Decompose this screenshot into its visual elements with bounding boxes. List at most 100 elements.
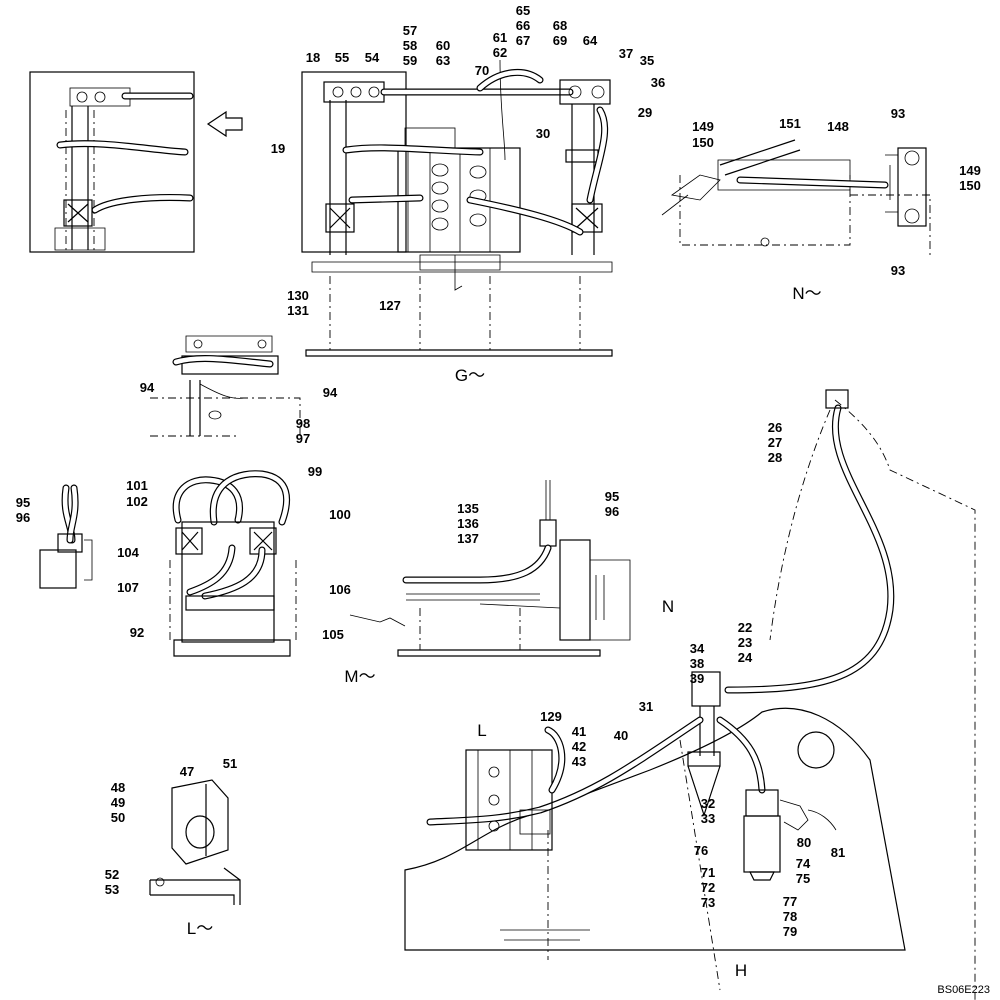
callout-number: 30 xyxy=(536,126,550,141)
callout-number: 95 xyxy=(605,489,619,504)
callout-number: 41 xyxy=(572,724,586,739)
callout-number: 77 xyxy=(783,894,797,909)
callout-number: 47 xyxy=(180,764,194,779)
callout-number: 19 xyxy=(271,141,285,156)
bracket-detail xyxy=(150,335,301,437)
callout-number: 101 xyxy=(126,478,148,493)
view-labels-layer: G～ N～ M～ L～ H N L xyxy=(187,284,822,980)
callout-number: 61 xyxy=(493,30,507,45)
callout-number: 23 xyxy=(738,635,752,650)
callout-number: 31 xyxy=(639,699,653,714)
callout-number: 58 xyxy=(403,38,417,53)
callout-number: 43 xyxy=(572,754,586,769)
callout-number: 32 xyxy=(701,796,715,811)
callout-number: 27 xyxy=(768,435,782,450)
callout-number: 71 xyxy=(701,865,715,880)
drawing-code: BS06E223 xyxy=(937,984,990,996)
callout-number: 39 xyxy=(690,671,704,686)
callout-number: 59 xyxy=(403,53,417,68)
callout-number: 129 xyxy=(540,709,562,724)
callout-number: 107 xyxy=(117,580,139,595)
callout-number: 130 xyxy=(287,288,309,303)
view-label: G～ xyxy=(455,366,485,385)
callout-number: 92 xyxy=(130,625,144,640)
callout-number: 74 xyxy=(796,856,811,871)
callout-number: 28 xyxy=(768,450,782,465)
view-label: N～ xyxy=(792,284,821,303)
view-n-assembly xyxy=(661,139,931,255)
callout-number: 63 xyxy=(436,53,450,68)
callout-number: 102 xyxy=(126,494,148,509)
callout-number: 104 xyxy=(117,545,139,560)
callout-number: 131 xyxy=(287,303,309,318)
callout-number: 57 xyxy=(403,23,417,38)
callout-number: 149 xyxy=(959,163,981,178)
callout-number: 36 xyxy=(651,75,665,90)
callout-number: 55 xyxy=(335,50,349,65)
callout-number: 33 xyxy=(701,811,715,826)
callout-number: 75 xyxy=(796,871,810,886)
callout-number: 127 xyxy=(379,298,401,313)
callout-number: 78 xyxy=(783,909,797,924)
callout-number: 37 xyxy=(619,46,633,61)
view-h-assembly xyxy=(404,389,976,1000)
view-label: L～ xyxy=(187,919,213,938)
callout-number: 81 xyxy=(831,845,845,860)
view-m-right xyxy=(349,480,631,657)
callout-number: 69 xyxy=(553,33,567,48)
callout-number: 105 xyxy=(322,627,344,642)
callout-number: 93 xyxy=(891,263,905,278)
callout-number: 79 xyxy=(783,924,797,939)
callout-number: 48 xyxy=(111,780,125,795)
callout-number: 93 xyxy=(891,106,905,121)
callout-number: 49 xyxy=(111,795,125,810)
callout-number: 26 xyxy=(768,420,782,435)
callout-number: 80 xyxy=(797,835,811,850)
callout-number: 60 xyxy=(436,38,450,53)
view-direction-arrow xyxy=(206,110,243,138)
callout-number: 29 xyxy=(638,105,652,120)
view-label: L xyxy=(477,721,486,740)
callout-number: 18 xyxy=(306,50,320,65)
view-l-bracket xyxy=(149,779,241,905)
callout-number: 96 xyxy=(605,504,619,519)
callout-number: 72 xyxy=(701,880,715,895)
view-g-assembly xyxy=(301,59,613,357)
callout-number: 150 xyxy=(692,135,714,150)
callout-number: 106 xyxy=(329,582,351,597)
callout-number: 150 xyxy=(959,178,981,193)
callout-number: 62 xyxy=(493,45,507,60)
callout-number: 51 xyxy=(223,756,237,771)
callout-number: 22 xyxy=(738,620,752,635)
callout-number: 99 xyxy=(308,464,322,479)
view-label: M～ xyxy=(344,667,375,686)
callout-number: 54 xyxy=(365,50,380,65)
callout-number: 98 xyxy=(296,416,310,431)
callout-number: 136 xyxy=(457,516,479,531)
callout-number: 38 xyxy=(690,656,704,671)
callout-number: 97 xyxy=(296,431,310,446)
callout-number: 42 xyxy=(572,739,586,754)
callout-number: 94 xyxy=(140,380,155,395)
view-label: H xyxy=(735,961,747,980)
view-label: N xyxy=(662,597,674,616)
callout-number: 96 xyxy=(16,510,30,525)
callout-number: 135 xyxy=(457,501,479,516)
callout-number: 64 xyxy=(583,33,598,48)
detail-inset xyxy=(29,71,195,253)
callout-number: 66 xyxy=(516,18,530,33)
callout-number: 50 xyxy=(111,810,125,825)
callout-number: 76 xyxy=(694,843,708,858)
callout-number: 148 xyxy=(827,119,849,134)
callout-number: 70 xyxy=(475,63,489,78)
callout-number: 94 xyxy=(323,385,338,400)
callout-number: 40 xyxy=(614,728,628,743)
callout-number: 67 xyxy=(516,33,530,48)
callout-number: 137 xyxy=(457,531,479,546)
callout-number: 73 xyxy=(701,895,715,910)
callout-number: 34 xyxy=(690,641,705,656)
callout-number: 149 xyxy=(692,119,714,134)
